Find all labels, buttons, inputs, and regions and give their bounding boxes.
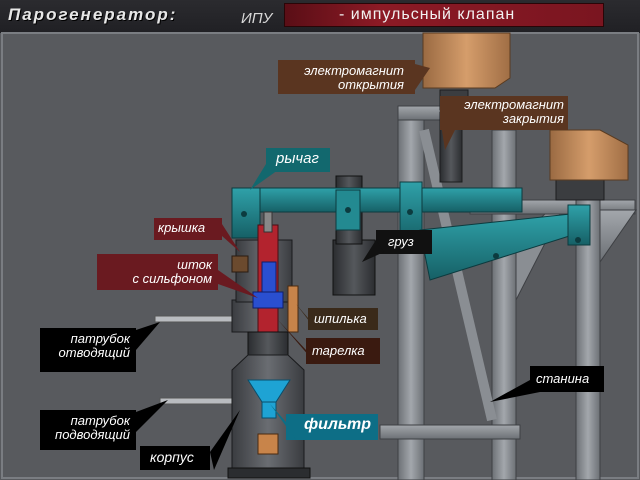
label-outlet-pipe: патрубок отводящий: [59, 332, 130, 360]
label-electromagnet-close-line1: электромагнит: [464, 97, 564, 112]
label-pointers: [40, 60, 604, 470]
label-rod-line1: шток: [177, 257, 212, 272]
label-electromagnet-open-line2: открытия: [338, 77, 404, 92]
electromagnet-close: [549, 129, 629, 201]
label-inlet-pipe-line1: патрубок: [70, 413, 130, 428]
label-rod: шток с сильфоном: [132, 258, 212, 286]
header-bar: Парогенератор: ИПУ - импульсный клапан: [0, 0, 640, 33]
label-stand: станина: [536, 371, 590, 386]
label-electromagnet-open-line1: электромагнит: [304, 63, 404, 78]
label-outlet-pipe-line2: отводящий: [58, 345, 130, 360]
header-banner-text: - импульсный клапан: [339, 6, 516, 23]
label-inlet-pipe: патрубок подводящий: [55, 414, 130, 442]
label-filter: фильтр: [304, 416, 371, 433]
header-subtitle: ИПУ: [241, 10, 273, 27]
label-body: корпус: [150, 449, 194, 465]
label-inlet-pipe-line2: подводящий: [55, 427, 130, 442]
label-electromagnet-close: электромагнит закрытия: [464, 98, 564, 126]
label-cover: крышка: [158, 220, 206, 235]
label-electromagnet-open: электромагнит открытия: [304, 64, 404, 92]
label-electromagnet-close-line2: закрытия: [502, 111, 564, 126]
valve-assembly: [154, 211, 311, 479]
label-weight: груз: [388, 234, 414, 249]
label-disc: тарелка: [312, 343, 365, 358]
lever-arm: [231, 181, 591, 281]
header-banner: - импульсный клапан: [284, 3, 604, 27]
label-rod-line2: с сильфоном: [132, 271, 212, 286]
label-lever: рычаг: [276, 150, 319, 167]
label-outlet-pipe-line1: патрубок: [70, 331, 130, 346]
label-stud: шпилька: [314, 311, 367, 326]
header-title: Парогенератор:: [8, 5, 178, 24]
